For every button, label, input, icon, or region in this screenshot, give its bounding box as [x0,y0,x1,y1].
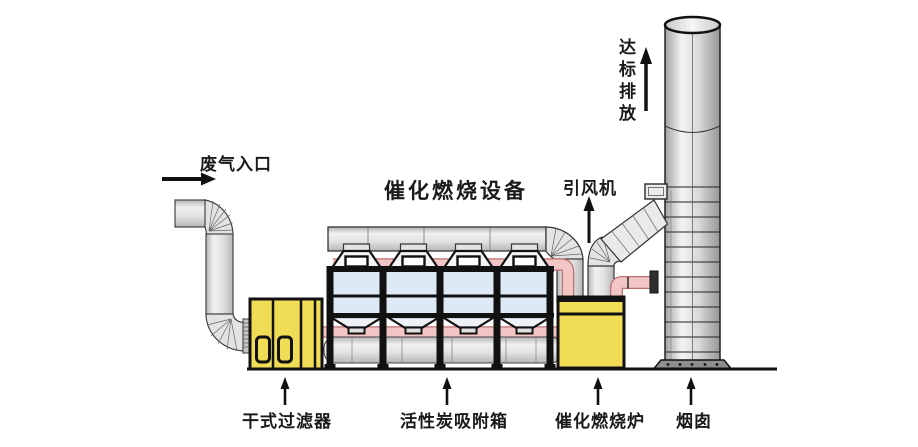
duct-segment-lines [611,207,659,255]
hopper-vent [401,255,426,268]
carbon-box-pointer-arrow [442,377,452,405]
chimney-top-opening [663,15,722,35]
chimney-pointer-arrow [686,377,696,405]
fan-label: 引风机 [563,179,617,198]
chimney-stack [644,15,733,370]
fan-up-arrow [583,196,595,243]
dry-filter-pointer-arrow [280,377,290,405]
filter-door-handle [255,335,271,364]
carbon-unit-top-hoppers [328,243,553,272]
carbon-box-label: 活性炭吸附箱 [400,412,508,431]
chimney-inlet-flange [649,270,659,294]
inlet-elbow-pipe [174,199,253,354]
inlet-label: 废气入口 [200,155,272,174]
emission-label: 达标排放 [616,38,635,126]
catalytic-furnace-box [556,295,626,370]
chimney-label: 烟囱 [676,412,712,431]
elbow-fan-lines [208,200,234,232]
pink-pipe-to-chimney [610,270,659,302]
furnace-pointer-arrow [593,377,603,405]
emission-up-arrow [640,47,652,111]
carbon-adsorption-unit [324,266,556,370]
dry-filter-label: 干式过滤器 [242,412,332,431]
filter-door-handle [277,335,293,364]
furnace-label: 催化燃烧炉 [555,412,645,431]
inlet-flow-arrow [162,172,216,186]
carbon-unit-bottom-hoppers [326,315,555,335]
diagram-title: 催化燃烧设备 [384,179,528,203]
dry-filter-box [248,297,324,371]
hopper-vent [512,255,537,268]
pink-pipe-top [333,258,575,300]
hopper-vent [456,255,481,268]
elbow-fan-lines [206,318,238,352]
elbow-fan-lines [550,228,583,257]
hopper-vent [344,255,369,268]
